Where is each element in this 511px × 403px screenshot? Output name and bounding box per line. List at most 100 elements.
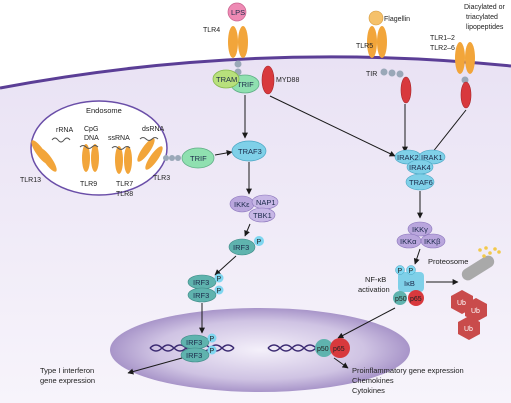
ssrna-strand: [111, 146, 131, 150]
irf3-dimer-a-label: IRF3: [193, 278, 209, 287]
tlr9-receptor: [82, 144, 99, 172]
plasma-membrane: [0, 55, 511, 90]
p50-nuclear: [315, 339, 333, 357]
tlr3-receptor: [137, 138, 181, 170]
arrow-nfkb-nucleus: [337, 307, 396, 339]
arrow-type1-gene: [127, 357, 183, 375]
p50-nuclear-label: p50: [317, 346, 329, 353]
peptide-fragments: [478, 246, 501, 258]
p-irf3-single: P: [257, 239, 262, 246]
tlr7-label: TLR7: [116, 181, 133, 188]
irak4-label: IRAK4: [409, 163, 431, 172]
tlr13-receptor: [31, 140, 57, 172]
arrow-tbk1-irf3: [244, 223, 251, 237]
tram-label: TRAM: [216, 75, 237, 84]
tlr1-2-receptor: [455, 42, 475, 84]
proteosome-barrel: [461, 255, 495, 281]
ikkg-label: IKKγ: [412, 225, 428, 234]
tlr8-label: TLR8: [116, 191, 133, 198]
irf3-dimer-b-label: IRF3: [193, 291, 209, 300]
type1-label-1: Type I interferon: [40, 366, 94, 375]
p-dimer-a: P: [217, 276, 222, 283]
arrow-irf3-dimer: [214, 255, 237, 276]
arrow-ikk-nfkb: [413, 248, 421, 265]
tir-label: TIR: [366, 71, 377, 78]
nfkb-label-1: NF-κB: [365, 275, 386, 284]
p65-nuclear: [330, 338, 350, 358]
ikka-label: IKKα: [400, 237, 417, 246]
ikkg: [407, 221, 433, 237]
arrow-trif-traf3: [214, 149, 233, 156]
myd88-protein: [261, 65, 275, 95]
nfkb-complex: [393, 265, 424, 306]
proinflam-label-1: Proinflammatory gene expression: [352, 366, 464, 375]
tlr5-label: TLR5: [356, 43, 373, 50]
tram: [212, 69, 240, 89]
arrow-proinflam: [333, 357, 349, 369]
irf3-nuc-a-label: IRF3: [186, 338, 202, 347]
p-nuc-a: P: [210, 336, 215, 343]
traf6-label: TRAF6: [409, 178, 433, 187]
phospho-nuc-a: [207, 333, 217, 343]
p-nuc-b: P: [210, 348, 215, 355]
tlr12-label: TLR1–2: [430, 35, 455, 42]
lps-molecule: [227, 2, 247, 22]
phospho-irf3-single: [254, 236, 264, 246]
myd88-label: MYD88: [276, 77, 299, 84]
lipopeptides-label-2: triacylated: [466, 14, 498, 21]
p50-label: p50: [395, 296, 407, 303]
trif-endosome: [181, 147, 215, 169]
irf3-single: [228, 238, 256, 256]
phospho-nuc-b: [207, 345, 217, 355]
dna-label: DNA: [84, 135, 99, 142]
myd88-tlr2: [460, 81, 472, 109]
rrna-strand: [51, 137, 71, 143]
cpg-dna-strand: [79, 145, 99, 149]
proteosome-label: Proteosome: [428, 257, 468, 266]
tbk1-label: TBK1: [253, 211, 272, 220]
tlr26-label: TLR2–6: [430, 45, 455, 52]
flagellin-molecule: [368, 10, 384, 26]
irf3-single-label: IRF3: [233, 243, 249, 252]
p65-label: p65: [410, 296, 422, 303]
ub-label-2: Ub: [471, 308, 480, 315]
trif-endosome-label: TRIF: [190, 154, 207, 163]
tlr4-receptor: [228, 26, 248, 76]
p65-nuclear-label: p65: [333, 346, 345, 353]
ub-label-3: Ub: [464, 326, 473, 333]
proinflam-label-2: Chemokines: [352, 376, 394, 385]
ikb-label: IκB: [404, 279, 415, 288]
dsrna-label: dsRNA: [142, 126, 165, 133]
lipopeptides-label-1: Diacylated or: [464, 4, 506, 11]
p-nfkb-1: P: [398, 268, 403, 275]
p-dimer-b: P: [217, 288, 222, 295]
tlr4-label: TLR4: [203, 27, 220, 34]
irf3-dimer-b: [187, 287, 217, 303]
proinflam-label-3: Cytokines: [352, 386, 385, 395]
phospho-dimer-b: [214, 285, 224, 295]
traf6: [405, 173, 435, 191]
ikkb: [420, 233, 446, 249]
myd88-tlr5: [400, 76, 412, 104]
tbk1: [248, 207, 276, 223]
phospho-dimer-a: [214, 273, 224, 283]
nfkb-label-2: activation: [358, 285, 390, 294]
endosome-label: Endosome: [86, 106, 122, 115]
lipopeptides-label-3: lipopeptides: [466, 24, 504, 31]
tlr5-receptor: [367, 26, 404, 78]
tlr7-8-receptor: [115, 146, 132, 174]
irf3-nuc-b: [180, 347, 210, 363]
p-nfkb-2: P: [409, 268, 414, 275]
trif-top-label: TRIF: [237, 80, 254, 89]
ssrna-label: ssRNA: [108, 135, 130, 142]
traf3: [231, 140, 267, 162]
ikkb-label: IKKβ: [424, 237, 441, 246]
type1-label-2: gene expression: [40, 376, 95, 385]
ikke-label: IKKε: [234, 200, 250, 209]
irak2-label: IRAK2: [397, 153, 419, 162]
dsrna-strand: [139, 137, 159, 141]
tlr3-label: TLR3: [153, 175, 170, 182]
traf3-label: TRAF3: [238, 147, 262, 156]
cpg-label: CpG: [84, 126, 98, 133]
